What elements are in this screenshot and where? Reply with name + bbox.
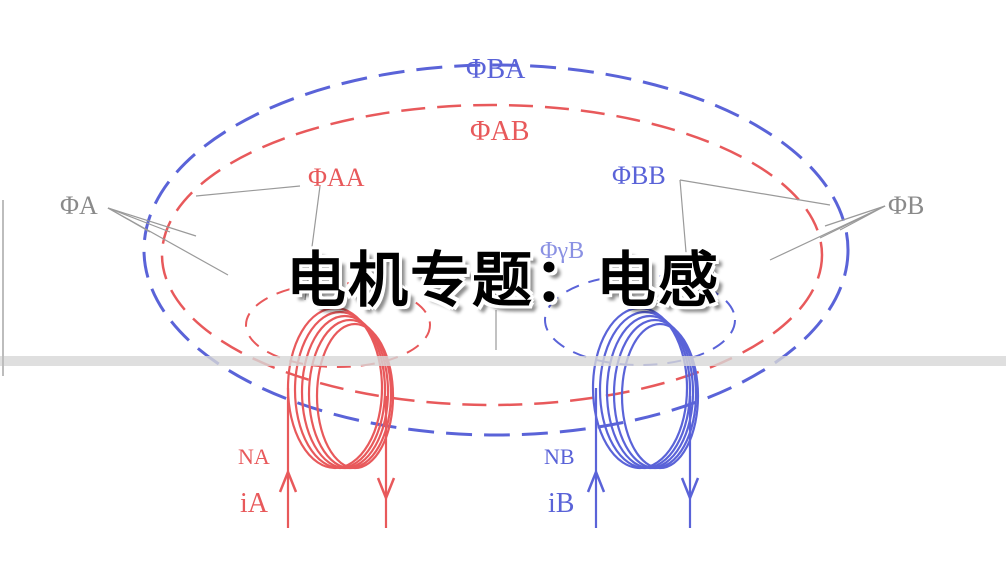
- phi-ab-label: ΦAB: [470, 116, 529, 147]
- flux-ba-loop: [142, 63, 850, 437]
- coil-a: [286, 306, 395, 528]
- i-b-label: iB: [548, 488, 574, 519]
- phi-bb-label: ΦBB: [612, 161, 666, 190]
- i-a-label: iA: [240, 488, 269, 519]
- divider-band: [0, 356, 1006, 366]
- current-a-down-arrow: [376, 477, 396, 502]
- flux-aa-loop: [245, 282, 431, 368]
- flux-ab-loop: [160, 103, 824, 407]
- phi-b-label: ΦB: [888, 191, 924, 220]
- current-b-up-arrow: [586, 468, 606, 493]
- current-a-up-arrow: [278, 468, 298, 493]
- n-a-label: NA: [238, 444, 270, 469]
- current-b-down-arrow: [680, 477, 700, 502]
- page-title: 电机专题：电感: [286, 246, 720, 316]
- n-b-label: NB: [544, 444, 575, 469]
- phi-aa-label: ΦAA: [308, 163, 365, 192]
- flux-gamma-b-loop: [544, 274, 736, 366]
- phi-gamma-b-label: ΦγB: [540, 238, 584, 264]
- phi-ba-label: ΦBA: [466, 54, 526, 85]
- phi-a-label: ΦA: [60, 191, 98, 220]
- leader-lines: [107, 179, 886, 350]
- coil-b: [591, 306, 700, 528]
